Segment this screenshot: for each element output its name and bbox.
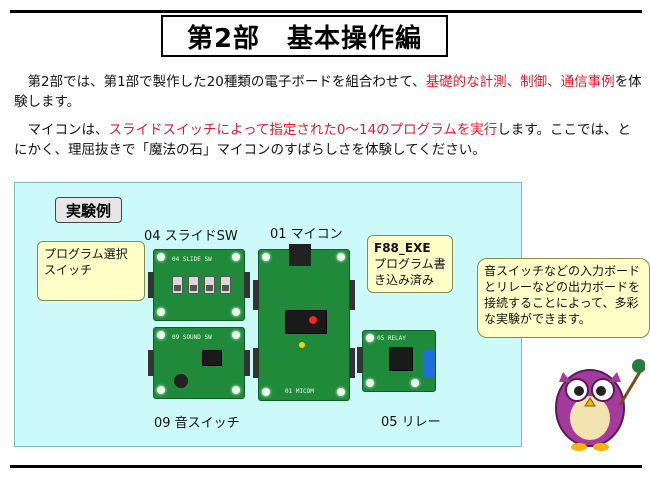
owl-mascot-icon [555,359,645,451]
corner-led [232,386,240,394]
corner-led [157,386,165,394]
bottom-rule [10,465,642,468]
pin-header [253,280,259,310]
corner-led [157,308,165,316]
f88-callout: F88_EXE プログラム書き込み済み [367,235,453,293]
pcb-label: 09 SOUND SW [172,334,212,341]
corner-led [337,388,345,396]
slide-sw-board-image: 04 SLIDE SW [148,249,250,321]
red-led [309,316,317,324]
corner-led [366,379,374,387]
micom-board-image: 01 MICOM [253,244,355,401]
pin-header [349,348,355,378]
intro-text: 第2部では、第1部で製作した20種類の電子ボードを組合わせて、 [14,74,426,90]
intro-text: を体験します。 [14,74,642,110]
pin-header [148,272,154,298]
board-label-slide-sw: 04 スライドSW [144,229,238,244]
relay-board-image: 05 RELAY [357,330,436,392]
corner-led [262,388,270,396]
slide-switch [188,276,199,294]
corner-led [157,253,165,261]
pcb-label: 04 SLIDE SW [172,256,212,263]
pin-header [244,272,250,298]
corner-led [232,308,240,316]
slide-switch [220,276,231,294]
pin-header [357,347,363,373]
slide-switch [204,276,215,294]
intro-text: マイコンは、 [14,122,109,138]
slide-switch [172,276,183,294]
pin-header [148,350,154,376]
experiment-panel: 実験例 04 スライドSW 01 マイコン 09 音スイッチ 05 リレー 04… [14,182,522,447]
microphone [174,374,188,388]
terminal-block [423,349,435,377]
pin-header [253,348,259,378]
board-label-sound-sw: 09 音スイッチ [154,416,240,431]
corner-led [262,253,270,261]
board-label-micom: 01 マイコン [270,227,343,242]
relay-component [389,347,413,371]
corner-led [232,253,240,261]
intro-text: します。ここでは、とにかく、理屈抜きで「魔法の石」マイコンのすばらしさを体験して… [14,122,631,158]
board-label-relay: 05 リレー [381,415,441,430]
intro-paragraph-1: 第2部では、第1部で製作した20種類の電子ボードを組合わせて、基礎的な計測、制御… [14,72,644,112]
power-jack [289,244,311,266]
pin-header [349,280,355,310]
corner-led [337,253,345,261]
intro-paragraph-2: マイコンは、スライドスイッチによって指定された0～14のプログラムを実行します。… [14,120,644,160]
corner-led [232,331,240,339]
highlight-text: 基礎的な計測、制御、通信事例 [425,74,615,90]
f88-text: プログラム書き込み済み [374,257,446,287]
corner-led [157,331,165,339]
highlight-text: スライドスイッチによって指定された0～14のプログラムを実行 [108,122,498,138]
pcb-label: 01 MICOM [285,388,314,395]
sound-sw-board-image: 09 SOUND SW [148,327,250,399]
top-rule [10,10,642,13]
corner-led [411,379,419,387]
ic-chip [202,350,222,366]
pcb-label: 05 RELAY [377,335,406,342]
f88-title: F88_EXE [374,241,431,255]
example-label: 実験例 [55,197,122,223]
program-select-callout: プログラム選択スイッチ [37,241,145,301]
yellow-led [299,342,305,348]
page-title: 第2部 基本操作編 [161,15,448,57]
pin-header [244,350,250,376]
corner-led [366,334,374,342]
microcontroller-chip [285,310,327,334]
info-callout: 音スイッチなどの入力ボードとリレーなどの出力ボードを接続することによって、多彩な… [477,258,650,338]
